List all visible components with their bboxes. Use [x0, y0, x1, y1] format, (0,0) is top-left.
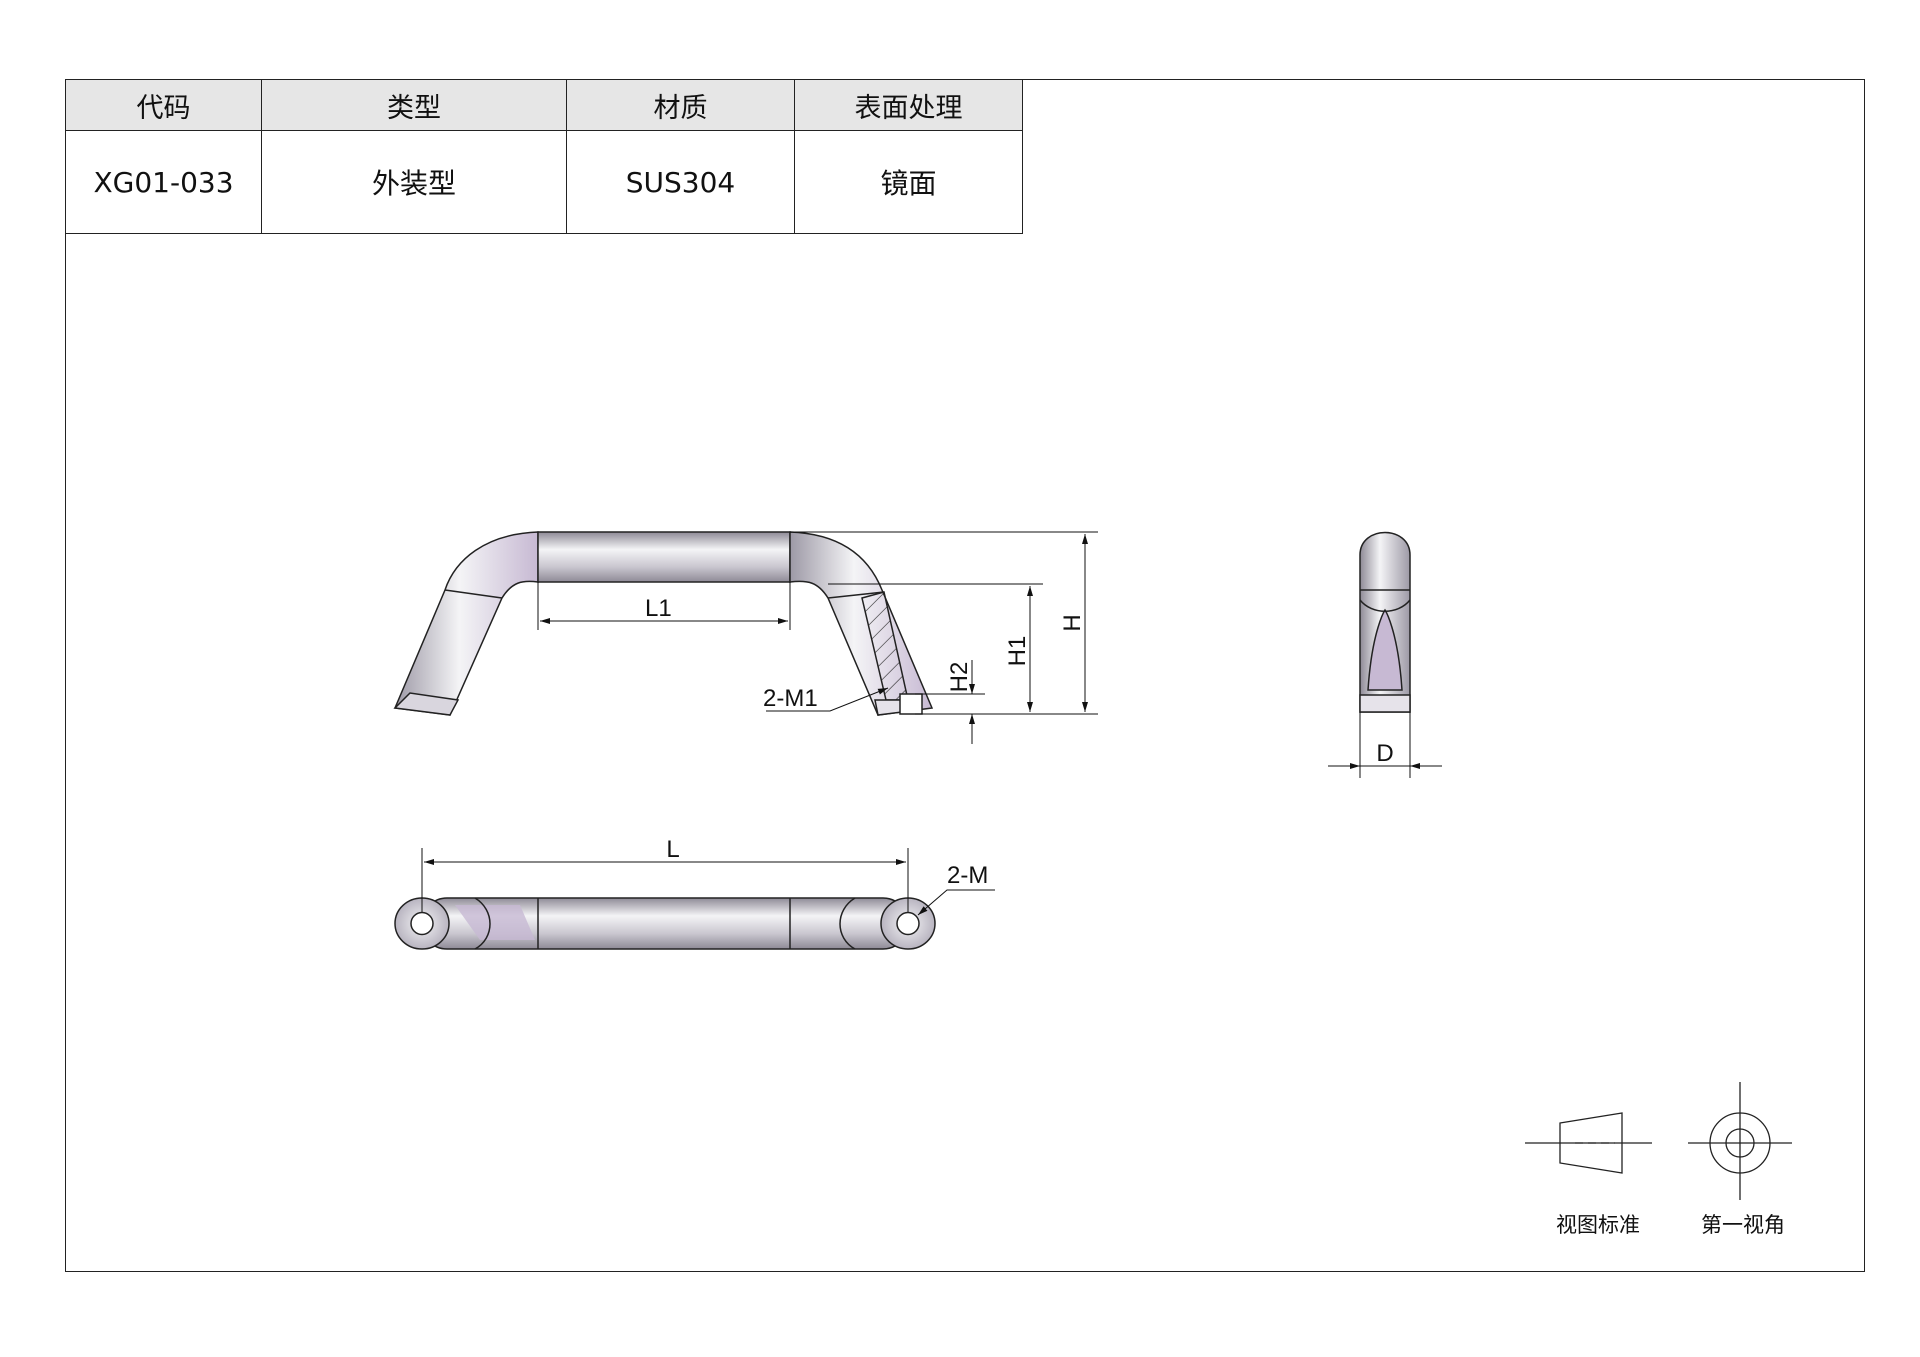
cell-type: 外装型 — [261, 130, 567, 234]
table-header-row: 代码 类型 材质 表面处理 — [65, 79, 1023, 131]
header-type: 类型 — [261, 79, 567, 131]
projection-symbol — [1525, 1082, 1792, 1200]
front-bar — [537, 531, 791, 583]
projection-circle-icon — [1709, 1112, 1771, 1174]
side-base — [1359, 694, 1411, 713]
header-material: 材质 — [566, 79, 795, 131]
side-inner-curve — [1367, 608, 1403, 691]
label-l1: L1 — [645, 595, 672, 622]
label-h2: H2 — [946, 662, 973, 693]
label-h1: H1 — [1004, 636, 1031, 667]
projection-cone-icon — [1559, 1112, 1623, 1174]
top-view — [394, 897, 936, 950]
front-left-leg — [393, 531, 539, 716]
dim-m1-leader — [766, 687, 889, 712]
label-l: L — [666, 836, 679, 863]
label-d: D — [1376, 740, 1393, 767]
top-dimensions — [421, 848, 995, 916]
dim-m-leader — [917, 889, 995, 916]
front-view — [393, 531, 934, 716]
side-dimensions — [1328, 712, 1442, 778]
cell-code: XG01-033 — [65, 130, 262, 234]
cell-surface: 镜面 — [794, 130, 1023, 234]
label-m: 2-M — [947, 862, 988, 889]
top-right-hole — [896, 911, 920, 936]
spec-table: 代码 类型 材质 表面处理 XG01-033 外装型 SUS304 镜面 — [65, 79, 1023, 234]
front-right-foot — [874, 699, 903, 716]
side-view — [1359, 531, 1411, 713]
front-thread-hole — [899, 693, 923, 715]
header-surface: 表面处理 — [794, 79, 1023, 131]
label-m1: 2-M1 — [763, 685, 818, 712]
view-standard-caption: 视图标准 — [1556, 1213, 1640, 1237]
top-left-hole — [410, 911, 434, 936]
cell-material: SUS304 — [566, 130, 795, 234]
front-left-foot — [393, 692, 460, 716]
front-dimensions — [537, 531, 1098, 744]
label-h: H — [1059, 614, 1086, 631]
table-row: XG01-033 外装型 SUS304 镜面 — [65, 130, 1023, 234]
first-angle-caption: 第一视角 — [1701, 1213, 1785, 1237]
